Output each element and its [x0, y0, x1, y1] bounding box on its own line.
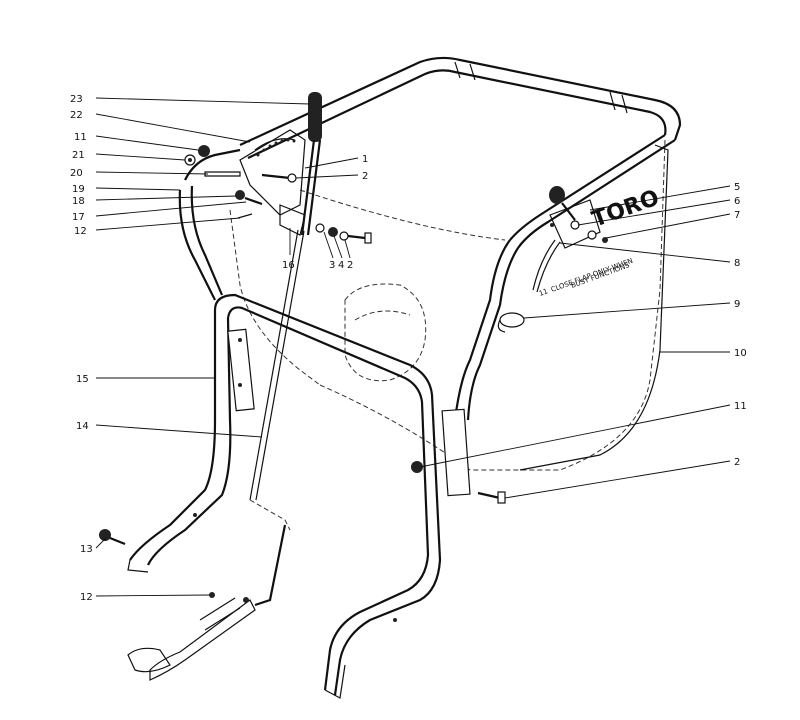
callout-3: 3 — [329, 260, 335, 271]
callout-9: 9 — [734, 299, 740, 310]
bolt-set — [315, 223, 372, 244]
callout-12-upper: 12 — [74, 226, 87, 237]
shift-quadrant — [239, 92, 322, 236]
bag-frame — [239, 56, 682, 497]
callout-12-lower: 12 — [80, 592, 93, 603]
callout-6: 6 — [734, 196, 740, 207]
callout-20: 20 — [70, 168, 83, 179]
callout-4: 4 — [338, 260, 344, 271]
callout-10: 10 — [734, 348, 747, 359]
callout-15: 15 — [76, 374, 89, 385]
callout-2-upper: 2 — [362, 171, 368, 182]
decal-brand: TORO — [589, 185, 663, 232]
callout-22: 22 — [70, 110, 83, 121]
shift-rod — [249, 229, 305, 607]
callout-11-upper: 11 — [74, 132, 87, 143]
callout-11-lower: 11 — [734, 401, 747, 412]
callout-17: 17 — [72, 212, 85, 223]
throttle-control — [532, 186, 608, 293]
grass-bag — [229, 139, 669, 471]
callout-7: 7 — [734, 210, 740, 221]
callout-19: 19 — [72, 184, 85, 195]
left-frame-tube — [178, 148, 241, 301]
callout-labels: 23 22 11 21 20 19 18 17 12 1 2 16 3 4 2 … — [70, 94, 747, 603]
callout-13: 13 — [80, 544, 93, 555]
lower-linkage — [127, 592, 256, 681]
callout-16: 16 — [282, 260, 295, 271]
callout-23: 23 — [70, 94, 83, 105]
right-hardware — [99, 461, 506, 546]
callout-21: 21 — [72, 150, 85, 161]
callout-18: 18 — [72, 196, 85, 207]
callout-5: 5 — [734, 182, 740, 193]
callout-2-lower: 2 — [734, 457, 740, 468]
callout-8: 8 — [734, 258, 740, 269]
leader-lines — [95, 97, 731, 597]
callout-14: 14 — [76, 421, 89, 432]
callout-1: 1 — [362, 154, 368, 165]
main-handle — [127, 293, 442, 699]
cable-clip — [497, 312, 525, 333]
decal-prefix: 11 — [538, 287, 549, 298]
callout-2-bolt: 2 — [347, 260, 353, 271]
left-hardware — [184, 145, 297, 219]
